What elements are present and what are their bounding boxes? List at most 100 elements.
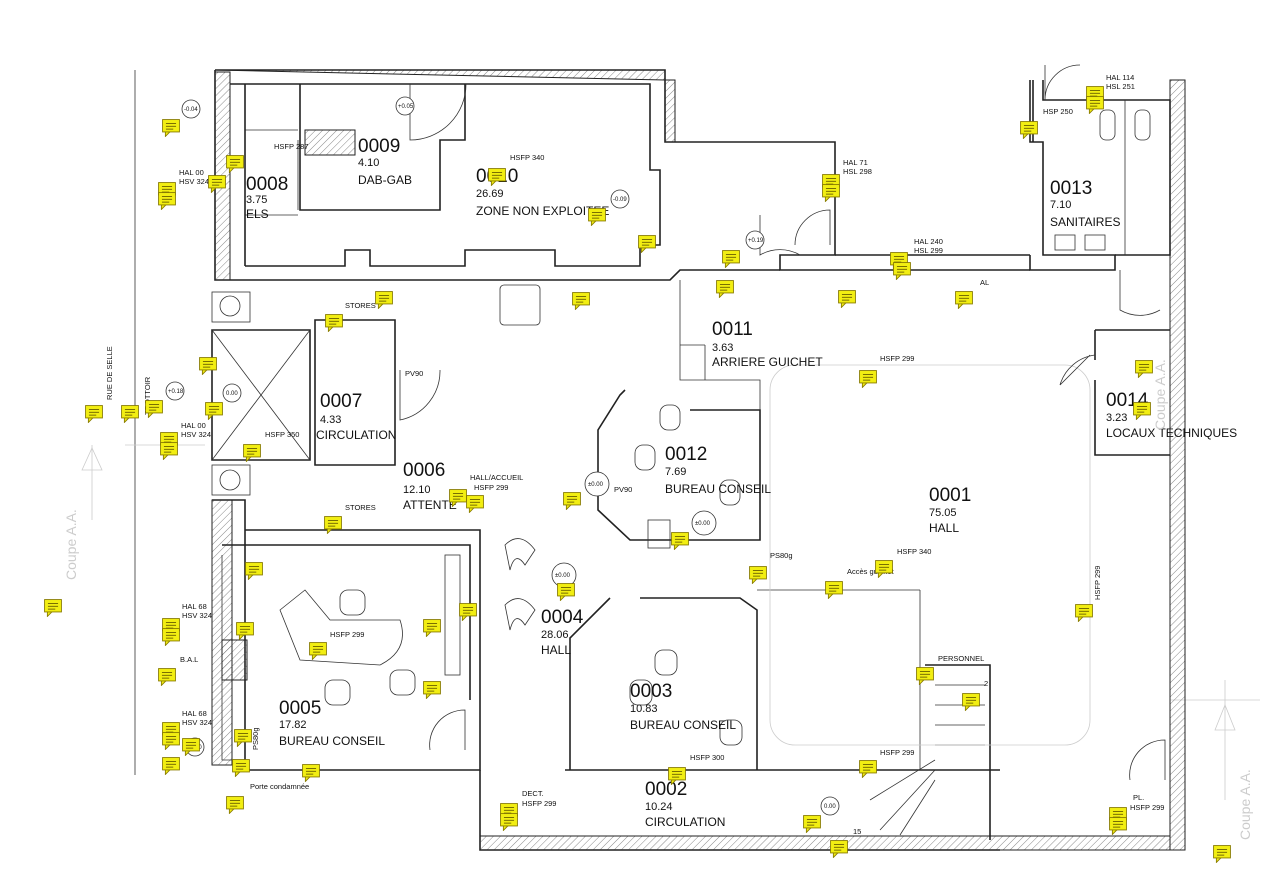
room-0011: 0011 3.63 ARRIERE GUICHET [712,319,823,369]
annotation: HSV 324 [182,611,212,620]
comment-marker[interactable] [44,599,62,617]
svg-text:+0.19: +0.19 [748,238,764,244]
section-labels: Coupe A.A. Coupe A.A. Coupe A.A. [63,359,1253,840]
comment-marker[interactable] [160,442,178,460]
comment-marker[interactable] [1133,402,1151,420]
comment-marker[interactable] [588,208,606,226]
comment-marker[interactable] [893,262,911,280]
annotation: HAL 68 [182,602,207,611]
comment-marker[interactable] [722,250,740,268]
comment-marker[interactable] [1020,121,1038,139]
comment-marker[interactable] [243,444,261,462]
room-area: 10.24 [645,801,673,813]
comment-marker[interactable] [226,796,244,814]
comment-marker[interactable] [162,119,180,137]
comment-marker[interactable] [749,566,767,584]
room-code: 0013 [1050,178,1092,199]
comment-marker[interactable] [859,370,877,388]
svg-text:±0.00: ±0.00 [695,521,711,527]
comment-marker[interactable] [563,492,581,510]
comment-marker[interactable] [803,815,821,833]
comment-marker[interactable] [423,619,441,637]
comment-marker[interactable] [638,235,656,253]
comment-marker[interactable] [716,280,734,298]
annotation: HSL 251 [1106,82,1135,91]
street-name: RUE DE SELLE [105,346,114,400]
comment-marker[interactable] [962,693,980,711]
comment-marker[interactable] [226,155,244,173]
annotation: 2 [984,679,988,688]
annotation: HSV 324 [181,430,211,439]
annotation: B.A.L [180,655,198,664]
room-area: 3.23 [1106,412,1127,424]
level-marker: 0.00 [222,383,242,403]
room-code: 0002 [645,779,687,800]
comment-marker[interactable] [1086,96,1104,114]
comment-marker[interactable] [325,314,343,332]
comment-marker[interactable] [158,192,176,210]
level-marker: -0.09 [610,189,630,209]
comment-marker[interactable] [500,813,518,831]
comment-marker[interactable] [1109,817,1127,835]
annotation: STORES [345,301,376,310]
furniture [279,109,1151,746]
comment-marker[interactable] [572,292,590,310]
annotation: PERSONNEL [938,654,984,663]
room-area: 12.10 [403,484,431,496]
comment-marker[interactable] [955,291,973,309]
comment-marker[interactable] [162,757,180,775]
comment-marker[interactable] [1135,360,1153,378]
room-name: CIRCULATION [645,815,725,829]
room-name: BUREAU CONSEIL [630,718,736,732]
room-0003: 0003 10.83 BUREAU CONSEIL [630,681,736,732]
comment-marker[interactable] [162,628,180,646]
comment-marker[interactable] [162,732,180,750]
comment-marker[interactable] [145,400,163,418]
annotation: HSV 324 [182,718,212,727]
room-name: BUREAU CONSEIL [665,482,771,496]
annotation: HSP 250 [1043,107,1073,116]
svg-text:0.00: 0.00 [226,391,238,397]
level-marker: ±0.00 [691,510,717,536]
comment-marker[interactable] [423,681,441,699]
comment-marker[interactable] [234,729,252,747]
annotation: HALL/ACCUEIL [470,473,523,482]
annotation: HSFP 299 [522,799,556,808]
annotation: HAL 71 [843,158,868,167]
room-labels: 0008 3.75 ELS 0009 4.10 DAB-GAB 0010 26.… [246,136,1237,829]
comment-marker[interactable] [205,402,223,420]
comment-marker[interactable] [466,495,484,513]
comment-marker[interactable] [557,583,575,601]
comment-marker[interactable] [916,667,934,685]
room-0002: 0002 10.24 CIRCULATION [645,779,725,829]
annotation: HSFP 287 [274,142,308,151]
comment-marker[interactable] [85,405,103,423]
comment-marker[interactable] [375,291,393,309]
room-0006: 0006 12.10 ATTENTE [403,460,457,512]
comment-marker[interactable] [232,759,250,777]
comment-marker[interactable] [822,184,840,202]
room-area: 4.10 [358,157,379,169]
comment-marker[interactable] [825,581,843,599]
level-marker: -0.04 [181,99,201,119]
comment-marker[interactable] [158,668,176,686]
comment-marker[interactable] [1213,845,1231,863]
comment-marker[interactable] [671,532,689,550]
comment-marker[interactable] [830,840,848,858]
room-0004: 0004 28.06 HALL [541,607,584,657]
annotation: HAL 240 [914,237,943,246]
comment-marker[interactable] [859,760,877,778]
annotation: HSFP 299 [880,354,914,363]
comment-marker[interactable] [324,516,342,534]
comment-marker[interactable] [121,405,139,423]
section-label: Coupe A.A. [1237,769,1253,840]
annotation: HSFP 340 [897,547,931,556]
comment-marker[interactable] [459,603,477,621]
comment-marker[interactable] [449,489,467,507]
comment-marker[interactable] [245,562,263,580]
comment-marker[interactable] [199,357,217,375]
comment-marker[interactable] [838,290,856,308]
comment-marker[interactable] [302,764,320,782]
annotation: PS80g [770,551,793,560]
